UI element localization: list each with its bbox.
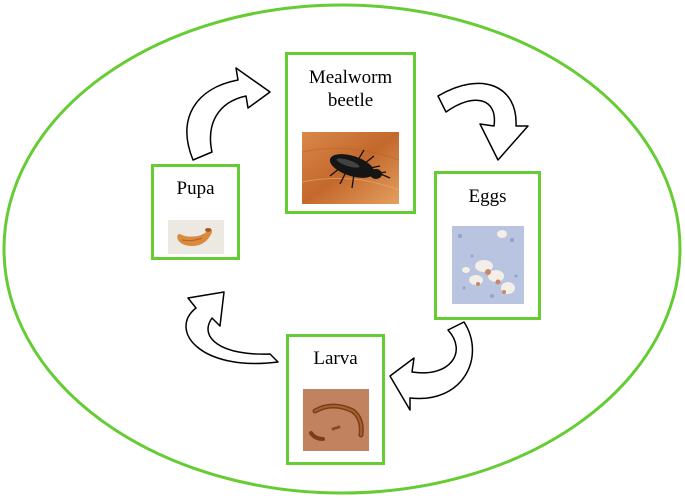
arrow-eggs-to-larva (389, 321, 474, 411)
arrow-pupa-to-beetle (186, 67, 271, 161)
outer-oval (2, 3, 682, 495)
stage-label-pupa: Pupa (176, 178, 215, 199)
stage-label-beetle-line2: beetle (327, 90, 374, 111)
eggs-photo (452, 226, 524, 304)
stage-label-beetle: Mealworm beetle (288, 55, 413, 112)
stage-label-larva: Larva (313, 348, 358, 369)
arrow-larva-to-pupa (185, 291, 279, 365)
arrow-beetle-to-eggs (437, 82, 529, 161)
pupa-photo (168, 220, 224, 254)
beetle-photo (302, 132, 399, 204)
stage-label-eggs: Eggs (468, 186, 507, 207)
stage-box-larva: Larva (286, 334, 385, 465)
stage-box-beetle: Mealworm beetle (285, 52, 416, 214)
stage-box-eggs: Eggs (434, 171, 541, 320)
stage-label-beetle-line1: Mealworm (308, 67, 393, 88)
stage-box-pupa: Pupa (151, 164, 240, 260)
larva-photo (303, 389, 369, 451)
